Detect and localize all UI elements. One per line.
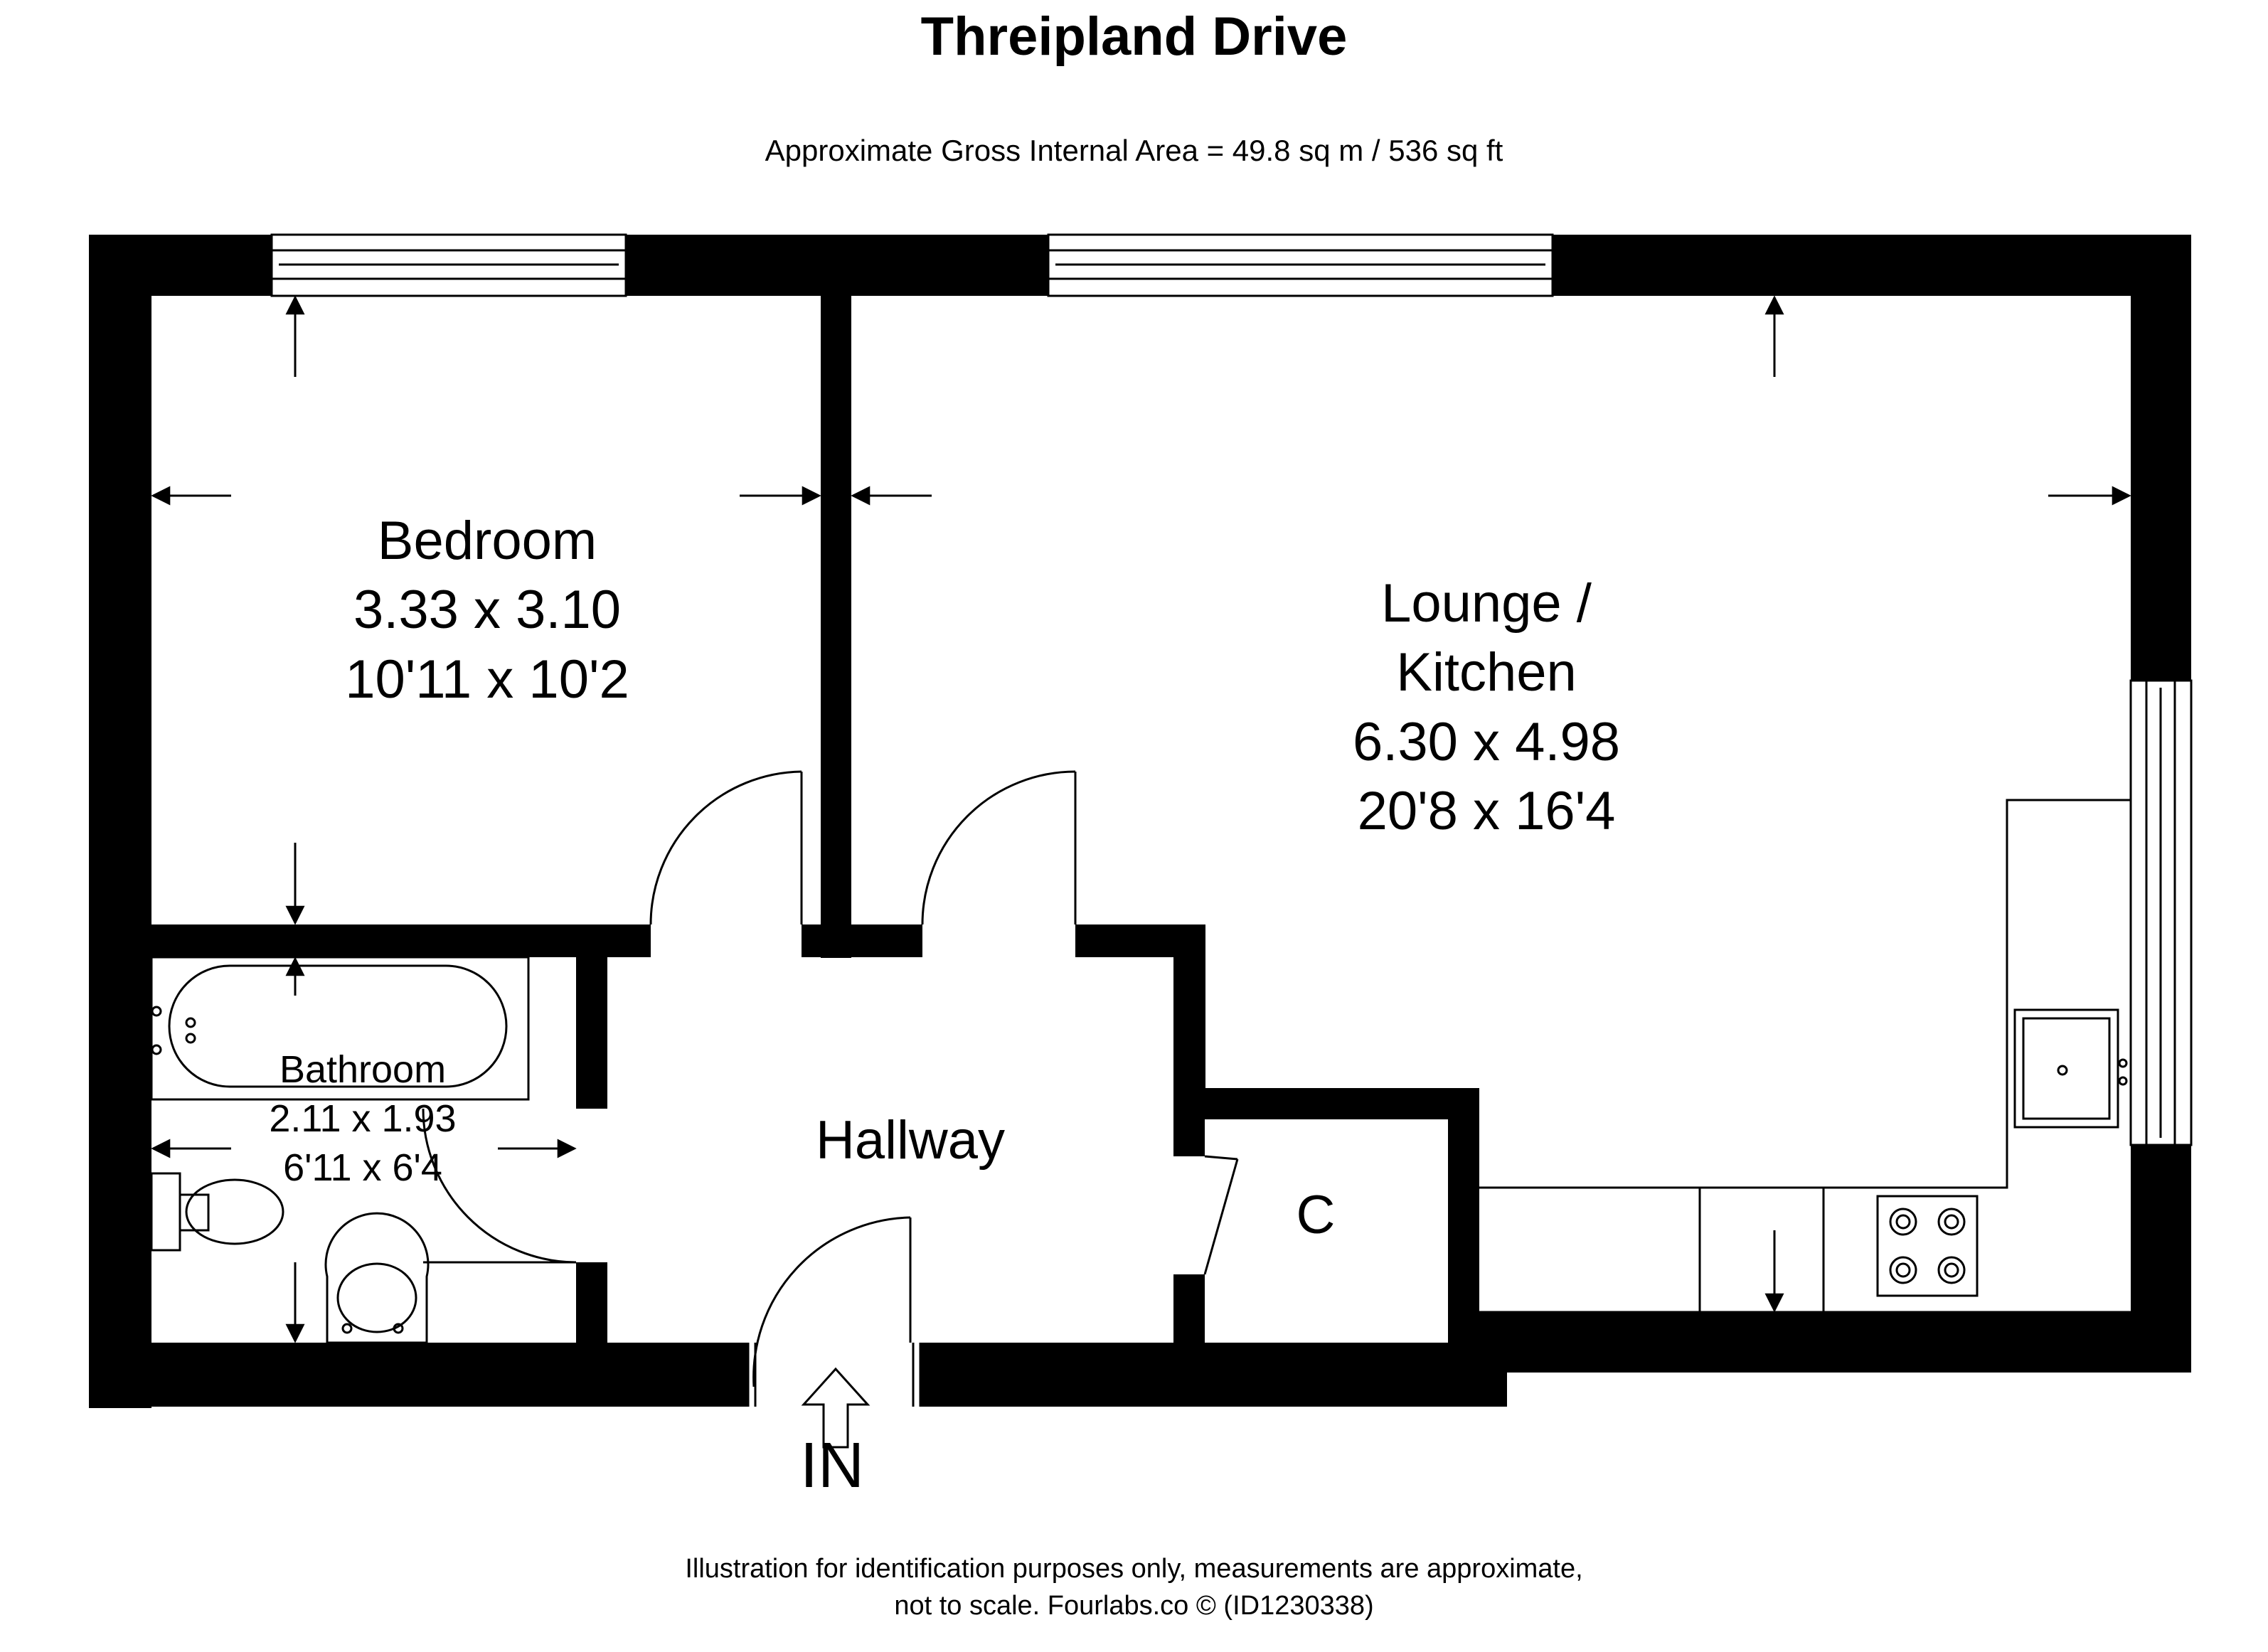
room-bedroom: Bedroom 3.33 x 3.10 10'11 x 10'2 — [299, 506, 676, 714]
gross-area-text: Approximate Gross Internal Area = 49.8 s… — [765, 134, 1503, 167]
walls — [89, 235, 2191, 1408]
bathroom-metric: 2.11 x 1.93 — [269, 1097, 457, 1141]
dimension-arrows — [151, 295, 2131, 1343]
disclaimer-line-2: not to scale. Fourlabs.co © (ID1230338) — [894, 1591, 1374, 1621]
bathroom-label: Bathroom — [279, 1048, 447, 1091]
bedroom-label: Bedroom — [377, 511, 597, 571]
lounge-metric: 6.30 x 4.98 — [1352, 711, 1621, 772]
lounge-label-line2: Kitchen — [1396, 642, 1577, 703]
fixtures — [150, 799, 2131, 1344]
windows — [270, 233, 2193, 1146]
room-hallway: Hallway — [768, 1106, 1053, 1175]
plan-title: Threipland Drive — [920, 6, 1348, 67]
disclaimer: Illustration for identification purposes… — [0, 1550, 2268, 1625]
hallway-label: Hallway — [815, 1110, 1006, 1171]
entrance-arrow-icon — [801, 1367, 871, 1449]
bedroom-metric: 3.33 x 3.10 — [353, 580, 622, 641]
bedroom-imperial: 10'11 x 10'2 — [345, 649, 629, 710]
disclaimer-line-1: Illustration for identification purposes… — [685, 1554, 1583, 1584]
entrance-label: IN — [800, 1430, 864, 1501]
cupboard-label: C — [1296, 1185, 1336, 1245]
room-bathroom: Bathroom 2.11 x 1.93 6'11 x 6'4 — [235, 1045, 491, 1193]
lounge-imperial: 20'8 x 16'4 — [1357, 780, 1616, 841]
room-lounge-kitchen: Lounge / Kitchen 6.30 x 4.98 20'8 x 16'4 — [1266, 569, 1707, 846]
doors — [422, 770, 1239, 1407]
lounge-label-line1: Lounge / — [1381, 573, 1592, 634]
bathroom-imperial: 6'11 x 6'4 — [283, 1146, 442, 1190]
